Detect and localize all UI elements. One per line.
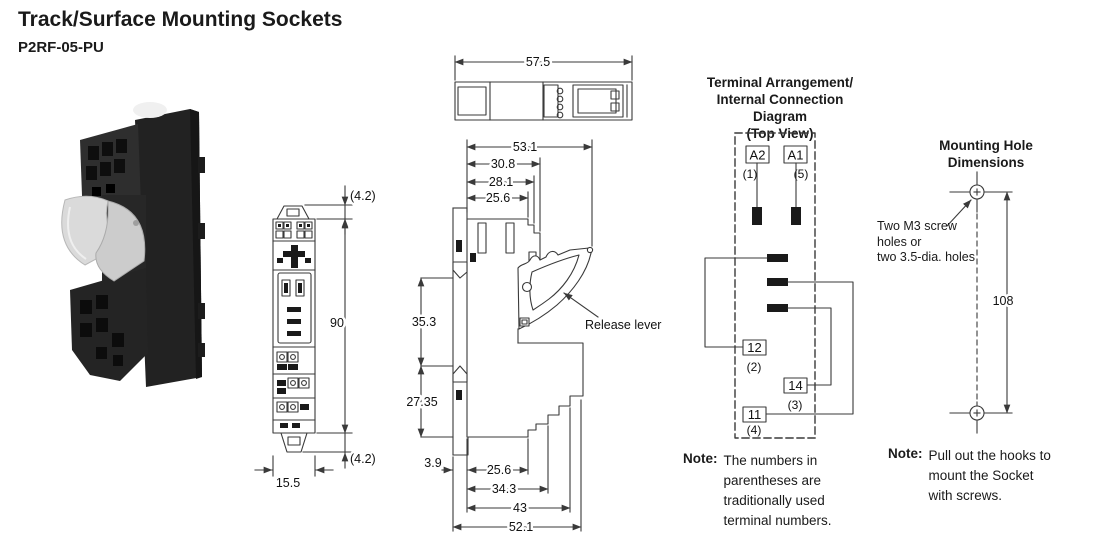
contact-terminal-14: 14 (3): [783, 377, 808, 412]
terminal-note-line: parentheses are: [723, 473, 822, 488]
dimension-drawings: 57.5: [254, 53, 664, 537]
dim-side-lower-w1: 25.6: [487, 463, 511, 477]
screw-note-line: Two M3 screw: [877, 219, 957, 233]
dim-side-lower-span: 27.35: [406, 395, 437, 409]
terminal-note-text: The numbers in parentheses are tradition…: [724, 451, 832, 531]
terminal-heading-line1: Terminal Arrangement/: [706, 75, 854, 90]
terminal-diagram-heading: Terminal Arrangement/ Internal Connectio…: [689, 74, 871, 142]
terminal-heading-line2: Internal Connection Diagram: [716, 92, 844, 124]
terminal-a1-label: A1: [788, 148, 804, 163]
dim-side-clip-span: 35.3: [412, 315, 436, 329]
terminal-note-line: terminal numbers.: [723, 513, 832, 528]
terminal-note: Note: The numbers in parentheses are tra…: [683, 451, 868, 531]
terminal-connection-diagram: A2 (1) A1 (5) 12 (2) 14 (3) 11 (4): [704, 132, 854, 439]
mounting-hole-diagram: 108: [946, 171, 1016, 434]
dim-side-upper-w3: 25.6: [486, 191, 510, 205]
terminal-14-label: 14: [788, 378, 802, 393]
dim-front-height: 90: [330, 316, 344, 330]
contact-terminal-11: 11 (4): [742, 406, 767, 437]
dim-front-width: 15.5: [276, 476, 300, 490]
front-view-drawing: (4.2) 90 (4.2) 15.5: [254, 185, 378, 493]
dim-side-upper-w2: 28.1: [489, 175, 513, 189]
side-view-drawing: 53.1 30.8 28.1 25.6 35.3 27.35 3.9 25.6 …: [404, 138, 664, 537]
contact-terminal-12: 12 (2): [742, 339, 767, 374]
dim-side-upper-w1: 30.8: [491, 157, 515, 171]
mounting-heading-line2: Dimensions: [947, 155, 1025, 170]
product-photo: [61, 102, 205, 387]
mounting-note-line: with screws.: [928, 488, 1003, 503]
mounting-note-text: Pull out the hooks to mount the Socket w…: [929, 446, 1051, 506]
screw-note-leader: [946, 199, 972, 227]
screw-note-line: holes or: [877, 234, 922, 249]
socket-photo-shapes: [61, 102, 205, 387]
dim-hole-spacing: 108: [993, 294, 1014, 308]
mounting-hole-top: [949, 171, 1013, 213]
terminal-11-label: 11: [748, 407, 762, 422]
mounting-note-line: Pull out the hooks to: [928, 448, 1051, 463]
terminal-12-trad: (2): [747, 360, 762, 374]
contact-blade-com: [767, 254, 788, 262]
dim-side-overall-width: 53.1: [513, 140, 537, 154]
mounting-heading-line1: Mounting Hole: [939, 138, 1033, 153]
dim-side-lower-w2: 34.3: [492, 482, 516, 496]
dim-side-lower-w3: 43: [513, 501, 527, 515]
mounting-hole-bottom: [949, 401, 1013, 434]
contact-blade-no: [767, 304, 788, 312]
screw-holes-note: Two M3 screw holes or two 3.5-dia. holes: [877, 219, 987, 266]
dim-front-top-offset: (4.2): [350, 189, 376, 203]
dim-front-bottom-offset: (4.2): [350, 452, 376, 466]
release-lever-label: Release lever: [585, 318, 661, 332]
terminal-12-label: 12: [747, 340, 761, 355]
coil-terminal-a1: A1 (5): [783, 145, 809, 225]
dim-side-lower-w4: 52.1: [509, 520, 533, 534]
terminal-note-line: traditionally used: [723, 493, 825, 508]
wire-11: [765, 281, 854, 415]
mounting-note-label: Note:: [888, 446, 923, 461]
contact-blade-nc: [767, 278, 788, 286]
terminal-note-line: The numbers in: [723, 453, 818, 468]
screw-note-line: two 3.5-dia. holes: [877, 250, 975, 264]
terminal-a1-trad: (5): [794, 167, 809, 181]
terminal-14-trad: (3): [788, 398, 803, 412]
terminal-11-trad: (4): [747, 423, 762, 437]
wire-14: [787, 307, 832, 386]
coil-terminal-a2: A2 (1): [743, 145, 770, 225]
dim-top-view-width: 57.5: [526, 55, 550, 69]
wire-12: [704, 257, 768, 348]
mounting-heading: Mounting Hole Dimensions: [906, 137, 1066, 171]
page-title: Track/Surface Mounting Sockets: [18, 8, 343, 31]
dim-side-foot-w: 3.9: [424, 456, 441, 470]
top-view-drawing: 57.5: [454, 53, 633, 121]
mounting-note-line: mount the Socket: [928, 468, 1034, 483]
terminal-a2-trad: (1): [743, 167, 758, 181]
mounting-note: Note: Pull out the hooks to mount the So…: [888, 446, 1098, 506]
terminal-note-label: Note:: [683, 451, 718, 466]
product-code: P2RF-05-PU: [18, 39, 104, 56]
terminal-a2-label: A2: [750, 148, 766, 163]
